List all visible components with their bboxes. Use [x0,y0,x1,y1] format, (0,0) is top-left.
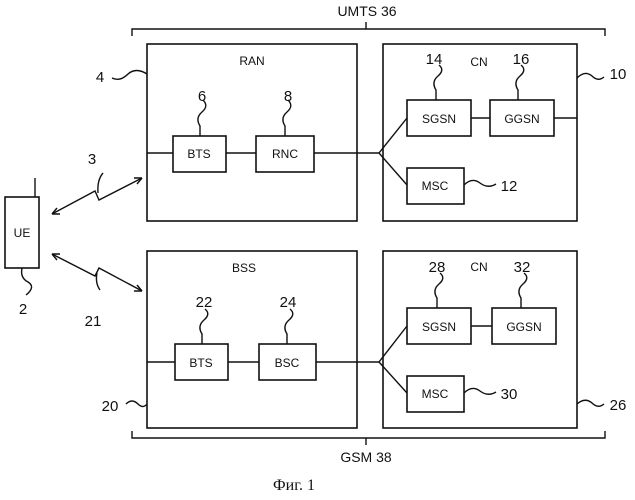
cn-umts-block [379,44,604,221]
gsm-radio-link [52,254,142,291]
bss-block [126,251,379,428]
cn-umts-box [383,44,577,221]
umts-msc-leader [464,180,496,186]
gsm-msc-ref: 30 [501,386,518,403]
umts-link-ref: 3 [88,151,96,168]
bss-title: BSS [232,261,256,275]
cn-umts-leader [577,73,604,79]
umts-sgsn-ref: 14 [426,51,443,68]
umts-ggsn-ref: 16 [513,51,530,68]
ue-leader [22,268,32,295]
gsm-ggsn-label: GGSN [506,320,541,334]
gsm-ggsn-leader [519,273,527,308]
rnc-leader [283,100,291,136]
gsm-sgsn-label: SGSN [422,320,456,334]
figure-caption: Фиг. 1 [273,477,315,494]
ran-bts-ref: 6 [198,88,206,105]
bss-bts-ref: 22 [196,294,213,311]
gsm-sgsn-leader [435,273,443,308]
bss-leader [126,401,147,407]
umts-sgsn-leader [434,65,442,100]
cn-gsm-ref: 26 [610,397,627,414]
umts-msc-label: MSC [422,179,449,193]
cn-umts-title: CN [470,55,487,69]
gsm-sgsn-ref: 28 [429,259,446,276]
umts-ggsn-label: GGSN [504,112,539,126]
cn-umts-ref: 10 [610,66,627,83]
bsc-ref: 24 [280,294,297,311]
umts-radio-link [52,173,142,214]
gsm-msc-leader [464,388,496,394]
ran-title: RAN [239,54,264,68]
bss-ref: 20 [102,398,119,415]
gsm-msc-label: MSC [422,387,449,401]
bss-bts-label: BTS [189,356,212,370]
bsc-leader [285,309,293,344]
ran-ref: 4 [96,69,104,86]
umts-ggsn-leader [516,65,524,100]
gsm-link-ref: 21 [85,313,102,330]
ran-bts-leader [198,100,206,136]
bss-bts-leader [200,309,208,344]
ran-leader [112,71,147,80]
rnc-ref: 8 [284,88,292,105]
umts-sgsn-label: SGSN [422,112,456,126]
gsm-brace [132,431,605,445]
ran-bts-label: BTS [187,147,210,161]
umts-msc-ref: 12 [501,178,518,195]
umts-brace [132,22,605,36]
ue-label: UE [14,226,31,240]
gsm-ggsn-ref: 32 [514,259,531,276]
ue-ref: 2 [19,301,27,318]
cn-gsm-title: CN [470,260,487,274]
umts-system-label: UMTS 36 [337,3,396,19]
rnc-label: RNC [272,147,298,161]
ran-box [147,44,357,221]
ran-block [112,44,379,221]
bss-box [147,251,357,428]
cn-gsm-block [379,251,604,428]
bsc-label: BSC [275,356,300,370]
gsm-system-label: GSM 38 [340,449,392,465]
cn-gsm-box [383,251,577,428]
cn-gsm-leader [577,400,604,406]
